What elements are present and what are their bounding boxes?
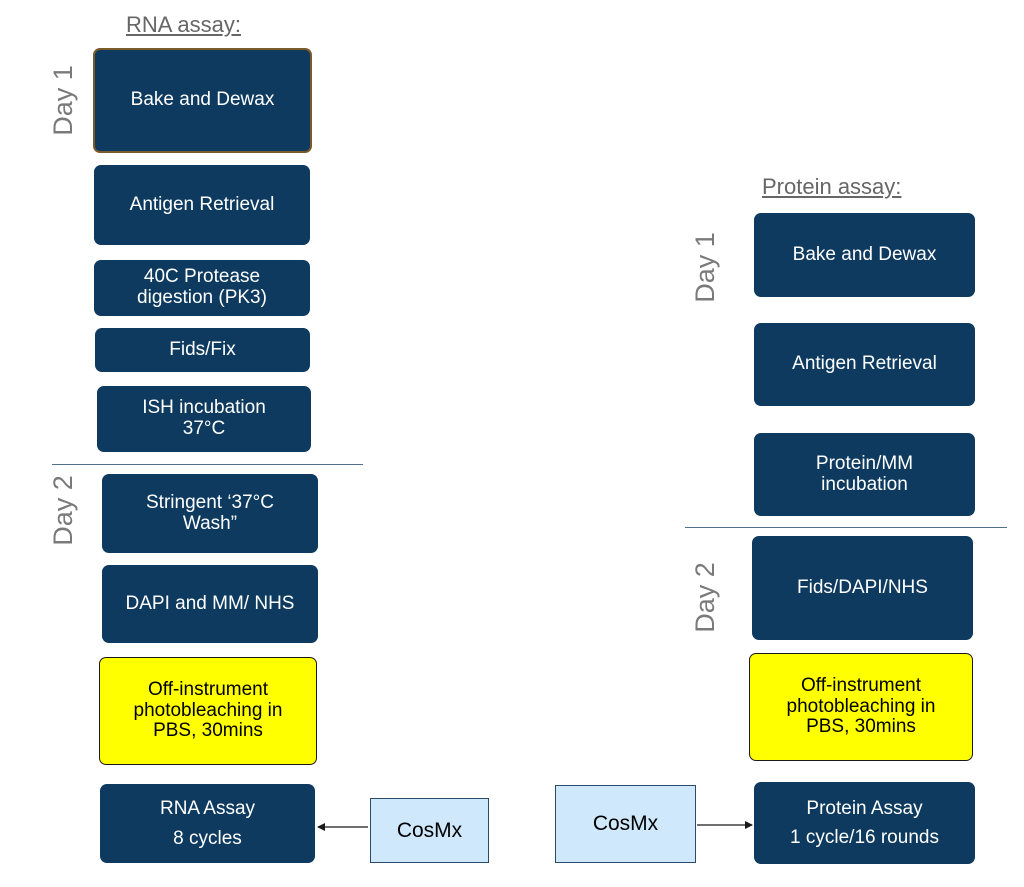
rna-step-antigen-retrieval: Antigen Retrieval xyxy=(94,165,310,245)
protein-step-mm-incubation: Protein/MM incubation xyxy=(754,433,975,516)
rna-cosmx-instrument: CosMx xyxy=(370,798,489,863)
rna-step-ish-incubation: ISH incubation 37°C xyxy=(97,386,311,452)
protein-day-divider xyxy=(685,527,1007,528)
protein-cosmx-instrument: CosMx xyxy=(555,785,696,863)
rna-day-divider xyxy=(52,464,363,465)
rna-step-photobleaching: Off-instrument photobleaching in PBS, 30… xyxy=(99,657,317,765)
rna-step-bake-dewax: Bake and Dewax xyxy=(93,48,312,153)
protein-step-bake-dewax: Bake and Dewax xyxy=(754,213,975,297)
rna-step-fids-fix: Fids/Fix xyxy=(95,328,310,372)
rna-step-assay-cycles: RNA Assay 8 cycles xyxy=(100,784,315,863)
rna-step-dapi-mm-nhs: DAPI and MM/ NHS xyxy=(102,565,318,643)
rna-assay-title: RNA assay: xyxy=(126,12,241,37)
rna-step-protease-digestion: 40C Protease digestion (PK3) xyxy=(94,260,310,316)
protein-step-fids-dapi-nhs: Fids/DAPI/NHS xyxy=(752,536,973,640)
protein-step-photobleaching: Off-instrument photobleaching in PBS, 30… xyxy=(749,653,973,761)
protein-step-antigen-retrieval: Antigen Retrieval xyxy=(754,323,975,406)
protein-assay-title: Protein assay: xyxy=(762,174,902,199)
rna-step-stringent-wash: Stringent ‘37°C Wash” xyxy=(102,474,318,553)
protein-step-assay-rounds: Protein Assay 1 cycle/16 rounds xyxy=(754,782,975,864)
